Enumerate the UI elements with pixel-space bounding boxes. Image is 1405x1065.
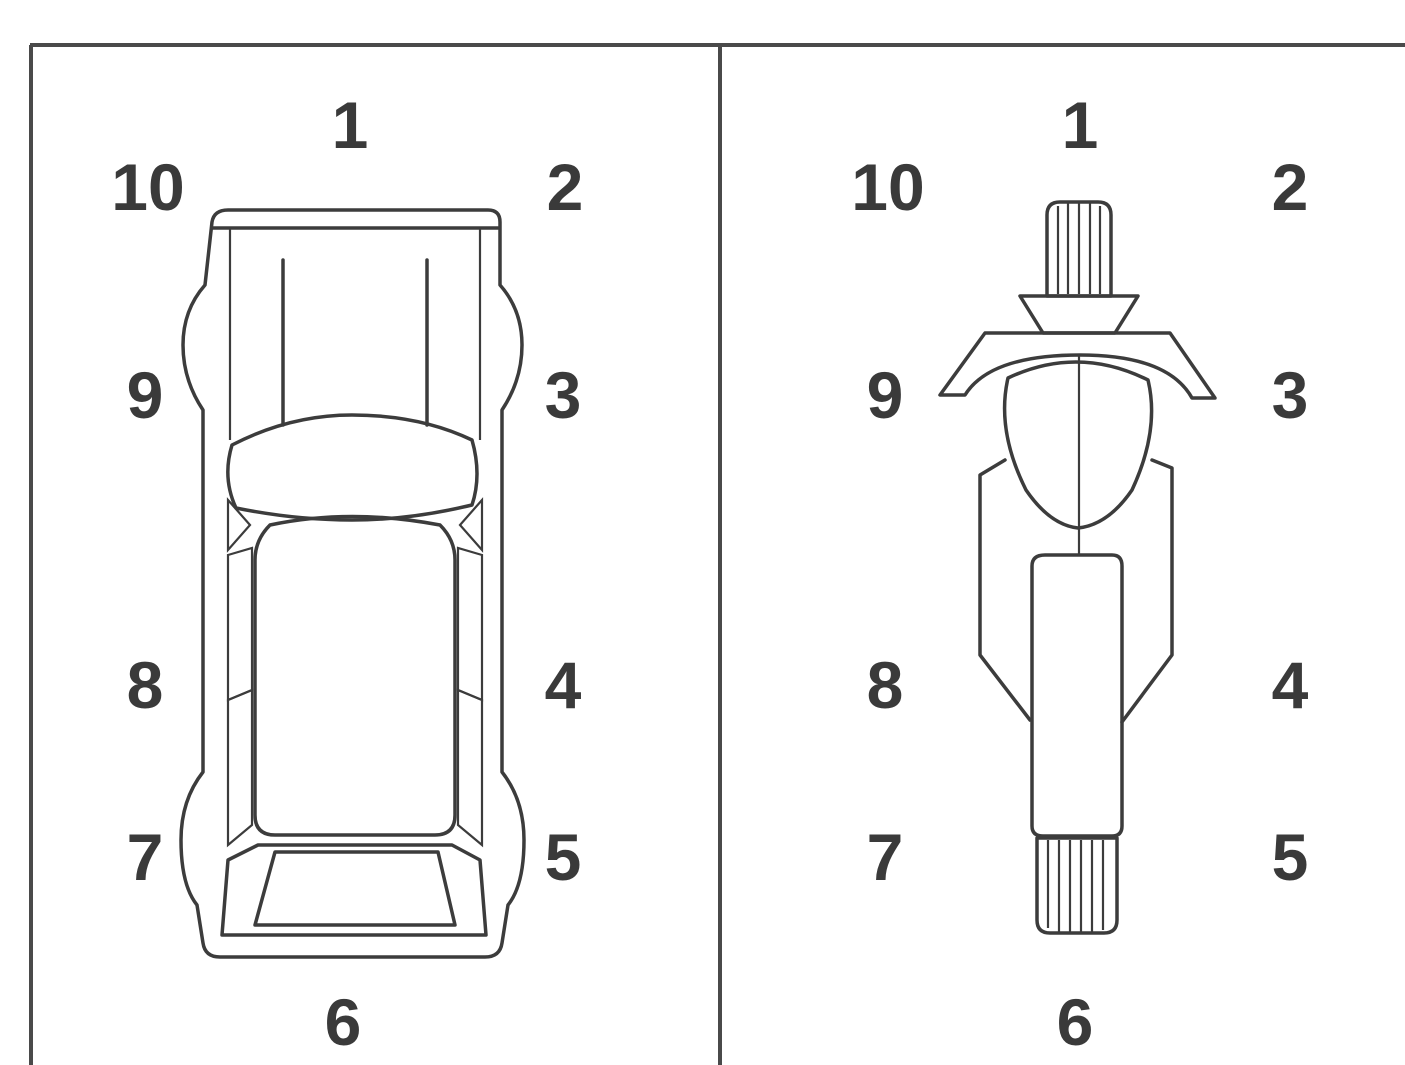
motorcycle-position-labels: 1 2 3 4 5 6 7 8 9 10 (851, 88, 1308, 1059)
moto-label-4: 4 (1272, 648, 1309, 722)
car-label-6: 6 (325, 985, 362, 1059)
car-label-1: 1 (332, 88, 369, 162)
motorcycle-top-view-icon (938, 200, 1217, 935)
moto-label-10: 10 (851, 150, 924, 224)
car-position-labels: 1 2 3 4 5 6 7 8 9 10 (111, 88, 583, 1059)
car-label-10: 10 (111, 150, 184, 224)
moto-label-2: 2 (1272, 150, 1309, 224)
car-label-2: 2 (547, 150, 584, 224)
car-label-3: 3 (545, 358, 582, 432)
motorcycle-panel: 1 2 3 4 5 6 7 8 9 10 (851, 88, 1308, 1059)
panel-frame (29, 43, 1405, 1065)
car-panel: 1 2 3 4 5 6 7 8 9 10 (111, 88, 583, 1059)
moto-label-1: 1 (1062, 88, 1099, 162)
moto-label-7: 7 (867, 820, 904, 894)
car-label-9: 9 (127, 358, 164, 432)
moto-label-6: 6 (1057, 985, 1094, 1059)
moto-label-8: 8 (867, 648, 904, 722)
car-label-7: 7 (127, 820, 164, 894)
moto-label-9: 9 (867, 358, 904, 432)
car-label-5: 5 (545, 820, 582, 894)
car-label-4: 4 (545, 648, 582, 722)
car-top-view-icon (179, 208, 526, 959)
moto-label-3: 3 (1272, 358, 1309, 432)
car-label-8: 8 (127, 648, 164, 722)
moto-label-5: 5 (1272, 820, 1309, 894)
